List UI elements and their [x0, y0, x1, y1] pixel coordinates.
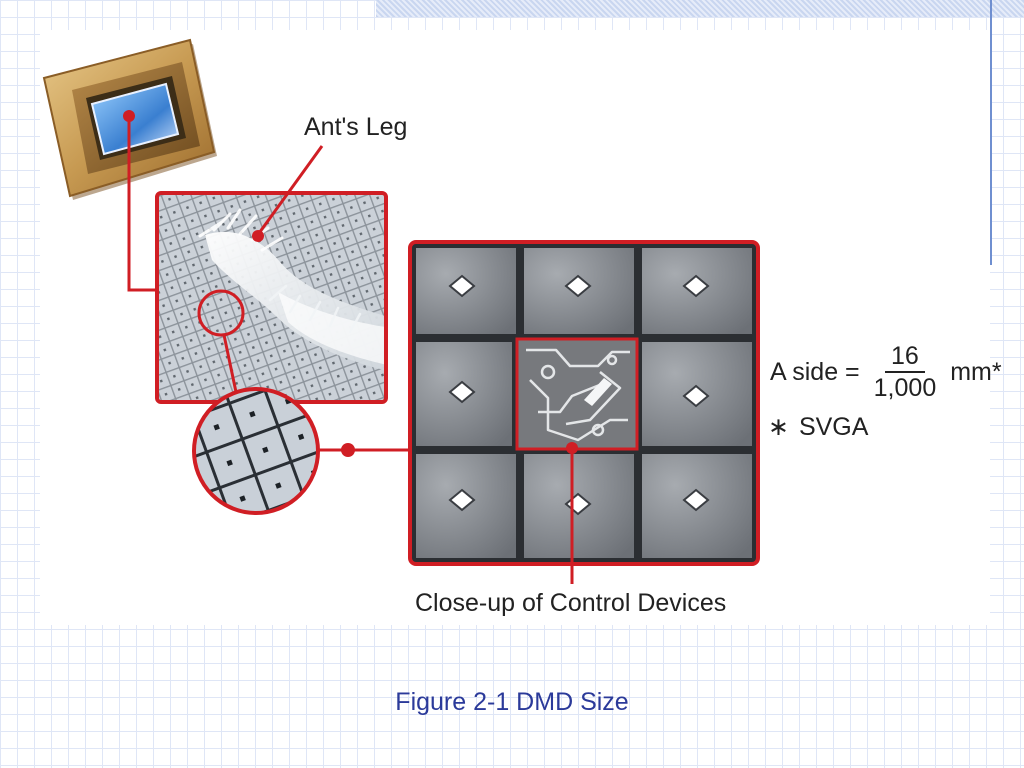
right-accent-rule — [990, 0, 992, 265]
mirror-closeup-array — [408, 240, 760, 566]
figure-caption: Figure 2-1 DMD Size — [395, 688, 629, 716]
closeup-label: Close-up of Control Devices — [415, 589, 727, 617]
callout-dots — [123, 110, 578, 457]
a-side-numerator: 16 — [885, 342, 925, 373]
a-side-prefix: A side = — [770, 357, 860, 386]
footnote-text: SVGA — [798, 413, 869, 441]
a-side-fraction: 16 1,000 — [868, 342, 943, 402]
a-side-denominator: 1,000 — [873, 374, 937, 402]
ants-leg-photo — [155, 191, 388, 404]
dmd-chip-image — [42, 38, 217, 200]
callout-lines — [127, 116, 574, 584]
a-side-formula: A side = 16 1,000 mm* — [770, 342, 1002, 402]
header-decoration-band — [376, 0, 1024, 17]
svga-footnote: ∗ SVGA — [768, 412, 868, 442]
mirror-zoom-circle — [192, 387, 320, 515]
footnote-asterisk-icon: ∗ — [768, 413, 789, 441]
a-side-unit: mm* — [950, 357, 1002, 386]
ants-leg-label: Ant's Leg — [304, 113, 408, 141]
